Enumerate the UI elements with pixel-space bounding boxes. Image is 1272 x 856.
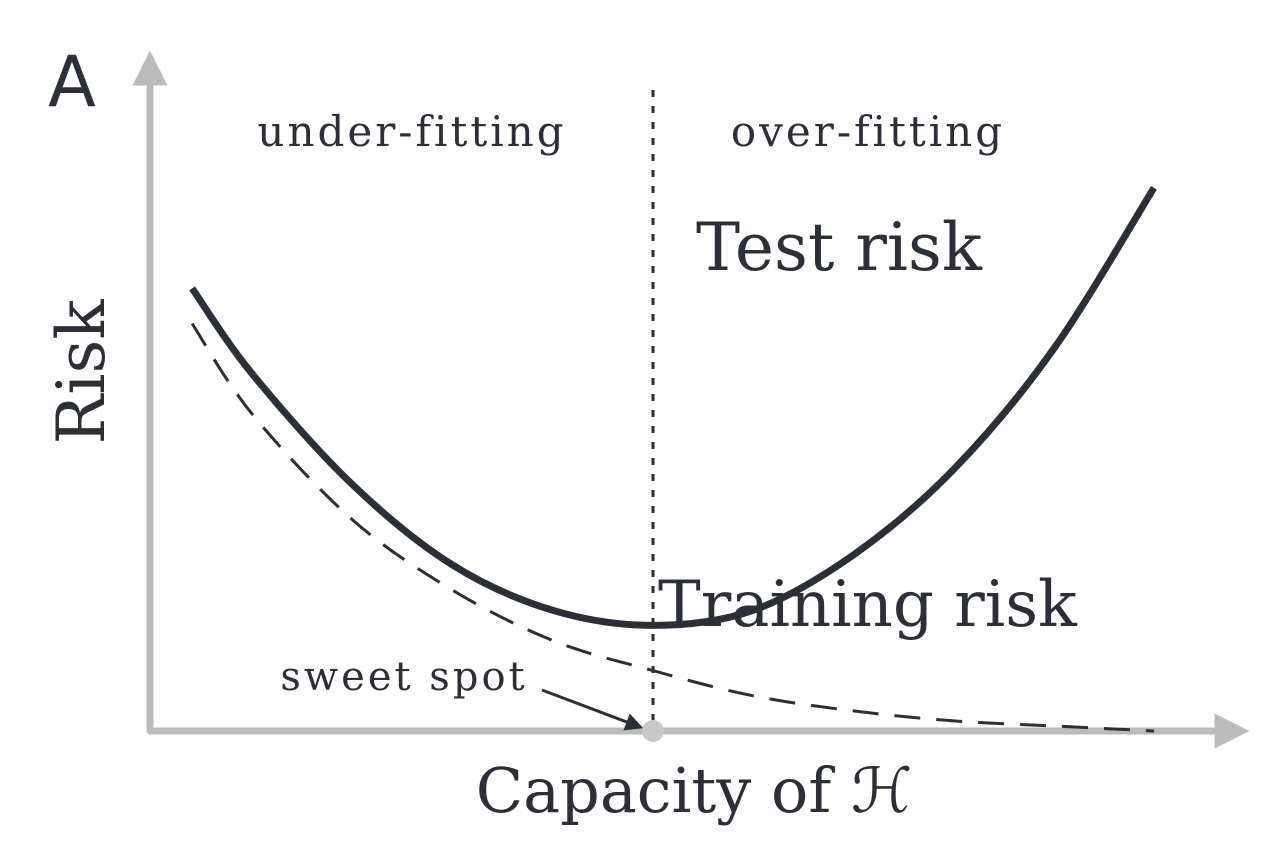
region-label-overfitting: over-fitting	[731, 107, 1005, 156]
region-label-underfitting: under-fitting	[257, 107, 566, 156]
training-risk-curve	[190, 322, 1155, 733]
sweet-spot-marker	[642, 720, 664, 742]
x-axis-label: Capacity of ℋ	[476, 754, 913, 827]
sweet-spot-arrow	[541, 688, 644, 731]
training-risk-label: Training risk	[658, 568, 1078, 642]
panel-label: A	[48, 41, 96, 123]
test-risk-label: Test risk	[696, 209, 983, 286]
sweet-spot-label: sweet spot	[280, 654, 527, 700]
test-risk-curve	[189, 185, 1157, 629]
y-axis-label: Risk	[43, 299, 120, 445]
